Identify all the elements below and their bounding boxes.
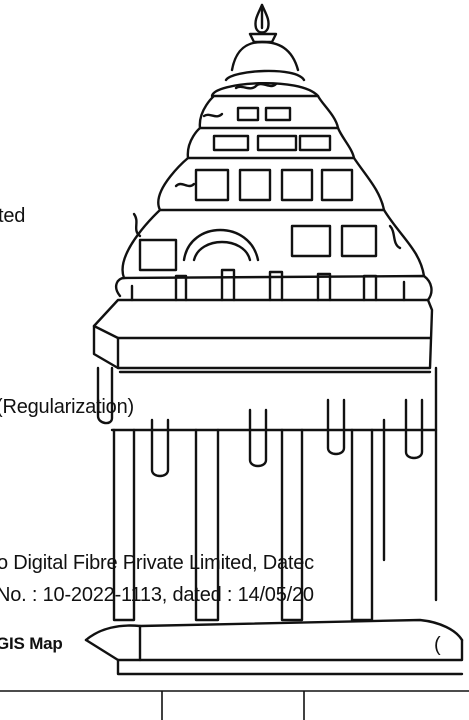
- doc-line-6: (: [434, 634, 441, 656]
- doc-line-4: No. : 10-2022-1113, dated : 14/05/20: [0, 584, 314, 606]
- doc-line-3: o Digital Fibre Private Limited, Datec: [0, 552, 314, 574]
- gis-map-label: GIS Map: [0, 634, 63, 653]
- doc-line-1: ted: [0, 205, 26, 227]
- doc-line-2: (Regularization): [0, 396, 134, 418]
- table-border: [0, 690, 469, 720]
